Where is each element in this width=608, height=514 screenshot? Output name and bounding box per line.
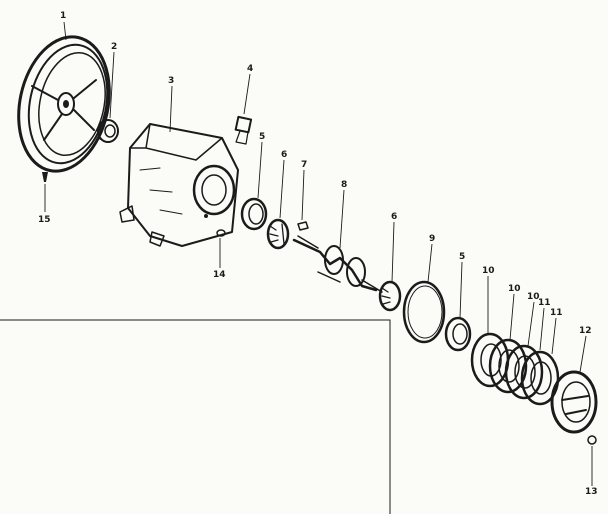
callout-4: 4: [247, 64, 254, 74]
callout-5-right: 5: [459, 252, 466, 262]
callout-10-c: 10: [527, 292, 540, 302]
part-screw: [587, 435, 597, 445]
part-roller-bearing-left: [266, 218, 290, 250]
callout-8: 8: [341, 180, 348, 190]
part-housing: [119, 123, 239, 247]
part-bearing-small: [97, 119, 119, 143]
callout-6-left: 6: [281, 150, 288, 160]
callout-13: 13: [585, 487, 598, 497]
callout-3: 3: [168, 76, 175, 86]
callout-6-right: 6: [391, 212, 398, 222]
part-bearing-cup-left: [240, 197, 268, 231]
part-grease-fitting: [42, 172, 48, 182]
part-end-cover: [550, 370, 598, 434]
part-plate-stack: [470, 332, 560, 406]
callout-10-b: 10: [508, 284, 521, 294]
part-crankshaft: [292, 235, 383, 293]
callout-11-a: 11: [538, 298, 551, 308]
part-roller-bearing-right: [378, 280, 402, 312]
part-pulley: [17, 35, 111, 173]
callout-15: 15: [38, 215, 51, 225]
callout-12: 12: [579, 326, 592, 336]
callout-10-a: 10: [482, 266, 495, 276]
callout-7: 7: [301, 160, 308, 170]
callout-14: 14: [213, 270, 226, 280]
callout-5-left: 5: [259, 132, 266, 142]
part-key: [297, 221, 309, 231]
leader-lines: [44, 21, 593, 486]
callout-9: 9: [429, 234, 436, 244]
part-gasket-ring: [402, 280, 446, 344]
part-fitting-plug: [234, 115, 253, 145]
callout-2: 2: [111, 42, 118, 52]
callout-1: 1: [60, 11, 67, 21]
part-small-fitting: [216, 229, 226, 237]
part-bearing-cup-right: [444, 316, 472, 352]
callout-11-b: 11: [550, 308, 563, 318]
